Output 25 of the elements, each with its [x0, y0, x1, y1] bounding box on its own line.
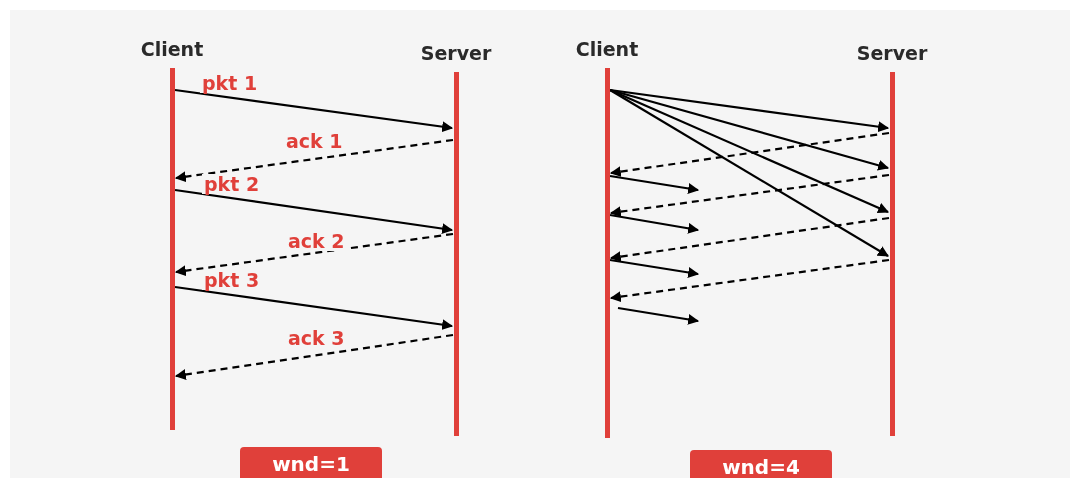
dashed-arrow: [609, 131, 890, 178]
dashed-arrow: [609, 216, 890, 263]
arrow: [609, 89, 889, 214]
arrow: [174, 188, 454, 235]
lifeline-heading: Server: [856, 42, 928, 64]
arrow: [609, 213, 700, 234]
lifeline-heading: Client: [575, 38, 639, 60]
lifeline-heading: Client: [140, 38, 204, 60]
arrow: [609, 174, 700, 194]
edge-label: ack 1: [284, 131, 345, 151]
lifeline-heading: Server: [420, 42, 492, 64]
arrow: [174, 285, 454, 331]
arrow: [609, 89, 889, 257]
edge-label: ack 2: [286, 231, 347, 251]
arrow: [174, 88, 454, 133]
arrow: [609, 88, 890, 133]
dashed-arrow: [174, 333, 454, 380]
arrow: [617, 306, 700, 325]
window-size-badge: wnd=1: [240, 447, 382, 478]
window-size-badge: wnd=4: [690, 450, 832, 478]
dashed-arrow: [609, 173, 890, 218]
dashed-arrow: [174, 138, 454, 183]
dashed-arrow: [174, 232, 454, 277]
dashed-arrow: [609, 258, 890, 303]
arrow: [609, 258, 700, 278]
